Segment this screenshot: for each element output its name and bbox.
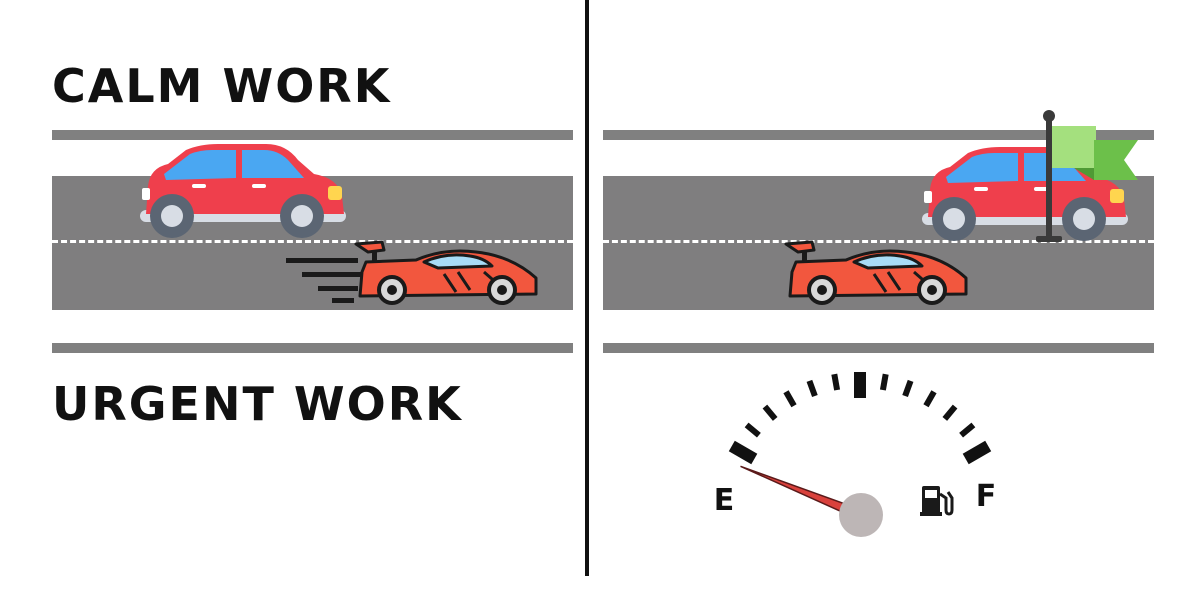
gauge-minor-tick	[942, 404, 958, 421]
fuel-empty-label: E	[714, 483, 735, 518]
gauge-minor-tick	[744, 422, 761, 438]
gauge-minor-tick	[879, 373, 889, 391]
gauge-major-tick	[962, 440, 992, 465]
calm-work-label: CALM WORK	[52, 59, 392, 113]
left-top-rail	[52, 130, 573, 140]
center-divider	[585, 0, 589, 576]
gauge-hub	[839, 493, 883, 537]
fuel-pump-icon	[920, 486, 954, 516]
gauge-ticks	[728, 372, 992, 465]
gauge-minor-tick	[959, 422, 976, 438]
left-lane-divider	[52, 240, 573, 243]
race-car-icon	[354, 240, 538, 305]
sedan-car-icon	[140, 144, 346, 238]
gauge-minor-tick	[762, 404, 778, 421]
speed-lines-icon	[286, 258, 362, 303]
gauge-minor-tick	[902, 379, 914, 398]
left-bottom-rail	[52, 343, 573, 353]
gauge-minor-tick	[923, 390, 937, 408]
fuel-full-label: F	[976, 479, 997, 514]
right-lane-divider	[603, 240, 1154, 243]
gauge-minor-tick	[831, 373, 841, 391]
finish-flag-icon	[1036, 110, 1138, 242]
gauge-minor-tick	[783, 390, 797, 408]
race-car-stopped-icon	[784, 240, 968, 305]
fuel-gauge-icon: E F	[714, 372, 997, 537]
urgent-work-label: URGENT WORK	[52, 377, 463, 431]
gauge-minor-tick	[806, 379, 818, 398]
gauge-major-tick	[728, 440, 758, 465]
right-top-rail	[603, 130, 1154, 140]
right-bottom-rail	[603, 343, 1154, 353]
